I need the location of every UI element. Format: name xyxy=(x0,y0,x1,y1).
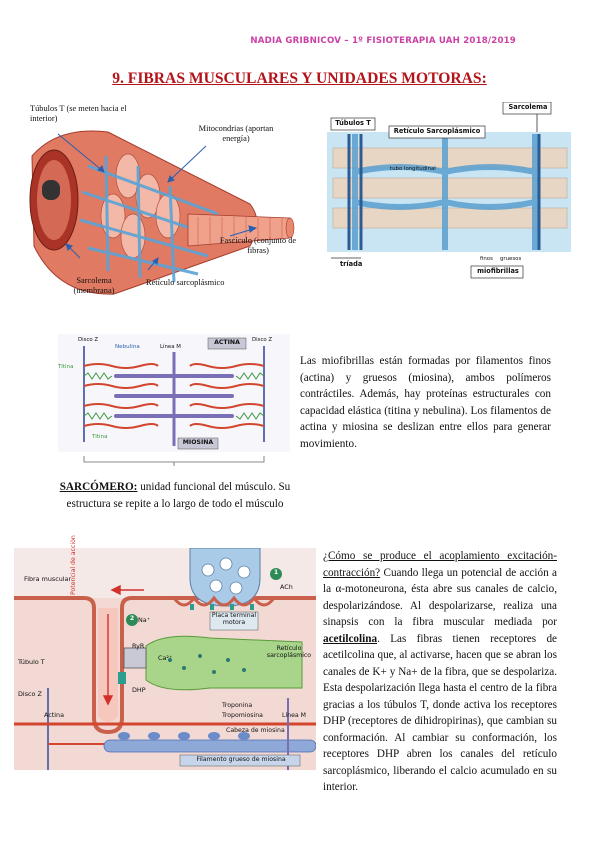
reticulum-illustration xyxy=(327,101,571,279)
ec-coupling-illustration xyxy=(14,547,317,770)
label-tubo-longitudinal: tubo longitudinal xyxy=(390,166,436,172)
sarcomero-definition: unidad funcional del músculo. Su estruct… xyxy=(66,481,291,510)
muscle-anatomy-figure xyxy=(18,96,308,306)
label-placa-terminal: Placa terminal motora xyxy=(211,612,257,626)
label-dhp: DHP xyxy=(132,686,146,694)
step-2-badge: 2 xyxy=(129,615,135,622)
body-text-2: . Las fibras tienen receptores de acetil… xyxy=(323,632,557,794)
label-mitocondrias: Mitocondrias (aportan energía) xyxy=(198,124,274,143)
label-reticulo: Retículo sarcoplásmico xyxy=(146,278,225,287)
label-tubulos-t-box: Túbulos T xyxy=(335,119,371,127)
label-na: Na⁺ xyxy=(138,616,151,624)
label-miosina-box: MIOSINA xyxy=(182,439,214,446)
label-ca: Ca²⁺ xyxy=(158,654,173,662)
label-titina: Titina xyxy=(58,364,74,370)
page-header: NADIA GRIBNICOV – 1º FISIOTERAPIA UAH 20… xyxy=(250,36,516,46)
label-disco-z-right: Disco Z xyxy=(252,337,273,343)
sarcomere-diagram xyxy=(58,334,290,466)
paragraph-miofibrillas: Las miofibrillas están formadas por fila… xyxy=(300,353,551,452)
label-sarcolema: Sarcolema (membrana) xyxy=(73,276,115,295)
acetilcolina-term: acetilcolina xyxy=(323,632,378,645)
label-cabeza-miosina: Cabeza de miosina xyxy=(226,727,285,734)
label-finos: finos xyxy=(480,256,493,262)
label-troponina: Troponina xyxy=(222,702,253,709)
ec-coupling-figure xyxy=(14,547,317,770)
label-ach: ACh xyxy=(280,583,293,591)
label-filamento-grueso: Filamento grueso de miosina xyxy=(196,756,286,763)
label-linea-m: Línea M xyxy=(160,344,181,350)
label-disco-z-left: Disco Z xyxy=(78,337,99,343)
step-1-badge: 1 xyxy=(273,569,279,576)
sarcomero-caption: SARCÓMERO: unidad funcional del músculo.… xyxy=(58,479,292,512)
label-sarcolema-box: Sarcolema xyxy=(508,103,548,111)
label-fibra-muscular: Fibra muscular xyxy=(24,575,72,583)
label-ryr: RyR xyxy=(132,642,145,650)
paragraph-acoplamiento-text: ¿Cómo se produce el acoplamiento excitac… xyxy=(323,548,557,796)
muscle-anatomy-illustration xyxy=(29,130,295,295)
label-fasciculo: Fascículo (conjunto de fibras) xyxy=(219,236,297,255)
reticulum-diagram xyxy=(325,101,575,280)
label-reticulo-box: Retículo Sarcoplásmico xyxy=(393,127,481,135)
label-tubulos-t: Túbulos T (se meten hacia el interior) xyxy=(30,104,127,123)
label-triada: tríada xyxy=(340,260,363,268)
section-title: 9. FIBRAS MUSCULARES Y UNIDADES MOTORAS: xyxy=(112,70,487,87)
label-miofibrillas: miofibrillas xyxy=(477,267,519,275)
label-disco-z: Disco Z xyxy=(18,690,42,698)
label-gruesos: gruesos xyxy=(500,256,522,262)
label-actina-box: ACTINA xyxy=(214,339,240,346)
sarcomere-illustration xyxy=(58,334,290,466)
label-nebulina: Nebulina xyxy=(115,344,140,350)
body-text-1: Cuando llega un potencial de acción a la… xyxy=(323,566,557,629)
label-tubulo-t: Túbulo T xyxy=(18,658,45,666)
paragraph-miofibrillas-text: Las miofibrillas están formadas por fila… xyxy=(300,355,551,450)
label-titina-bottom: Titina xyxy=(92,434,108,440)
label-actina: Actina xyxy=(44,711,65,719)
label-potencial-accion: Potencial de acción xyxy=(70,535,77,595)
question-text: ¿Cómo se produce el acoplamiento excitac… xyxy=(323,550,557,579)
label-linea-m-ec: Línea M xyxy=(282,712,306,719)
label-reticulo-sarcoplasmico: Retículo sarcoplásmico xyxy=(266,645,312,659)
paragraph-acoplamiento: ¿Cómo se produce el acoplamiento excitac… xyxy=(323,548,557,796)
label-tropomiosina: Tropomiosina xyxy=(222,712,263,719)
sarcomero-term: SARCÓMERO: xyxy=(59,481,138,493)
